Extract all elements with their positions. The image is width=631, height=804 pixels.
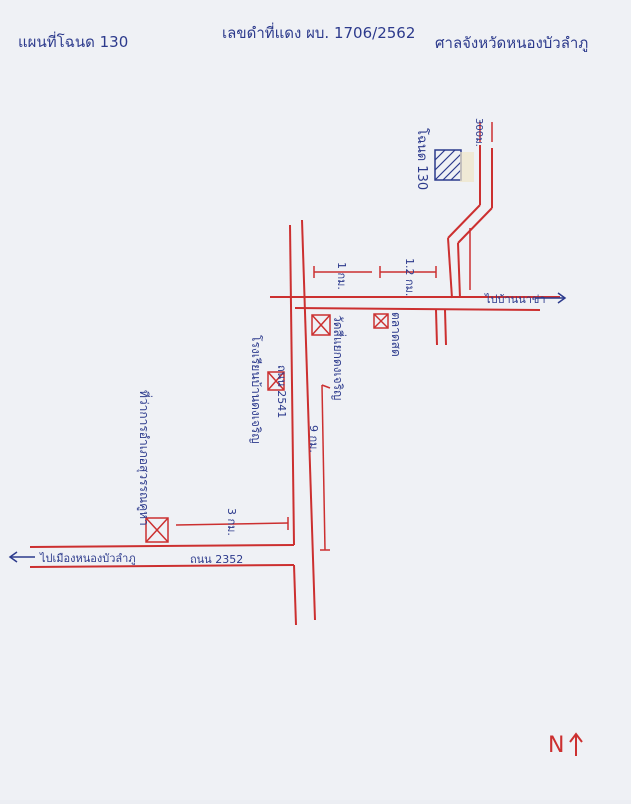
court-name: ศาลจังหวัดหนองบัวลำภู [435,34,588,52]
branch-diag-right [457,207,493,244]
district-office-label: ที่ว่าการอำเภอสุวรรณคูหา [136,390,153,526]
roads [29,145,560,626]
north-marker: N [548,733,564,758]
dist-1km-label: 1 กม. [335,262,348,290]
market-label: ตลาดสด [389,312,403,357]
market-box [373,313,389,329]
stub-road-right [444,309,447,346]
north-arrow-icon [569,732,583,743]
dist-1_2km-label: 1.2 กม. [403,258,416,296]
branch-diag-left [447,204,481,239]
school-box [267,371,285,391]
temple-label: วัดสี่แยกดงเจริญ [331,315,347,400]
dist-3km-line [175,522,289,526]
road-2541-right-edge [301,219,316,621]
dist-300m-label: 300ม. [473,118,484,147]
road-2541-label: ถนน 2541 [275,365,288,418]
to-ban-naraduang-label: ไปบ้านนาข่า [484,293,546,306]
direction-arrows [8,292,567,563]
branch-left-edge [447,237,453,299]
landmark-boxes [145,313,389,543]
branch-right-edge [457,242,461,299]
road-2541-left-edge-lower [293,564,297,626]
deed-reference: เลขดำที่แดง ผบ. 1706/2562 [222,22,415,42]
road-2541-left-edge [289,224,295,546]
road-2352-top-edge [29,544,295,548]
to-nongbualamphu-label: ไปเมืองหนองบัวลำภู [39,552,136,565]
road-2352-bottom-edge [29,564,295,568]
stub-road-left [435,309,438,346]
distance-markers [175,122,493,551]
district-office-box [145,517,169,543]
deed-hatching [434,149,462,181]
dist-3km-label: 3 กม. [225,508,238,536]
dist-9km-label: 9 กม. [307,425,320,453]
deed-label: โฉนด 130 [414,128,430,190]
temple-box [311,314,331,336]
dist-9km-line [321,384,326,551]
upper-road-bottom-edge [294,307,541,311]
school-label: โรงเรียนบ้านดงเจริญ [249,335,263,444]
deed-tape [460,152,474,182]
road-2352-label: ถนน 2352 [190,553,243,566]
map-title: แผนที่โฉนด 130 [18,31,128,51]
